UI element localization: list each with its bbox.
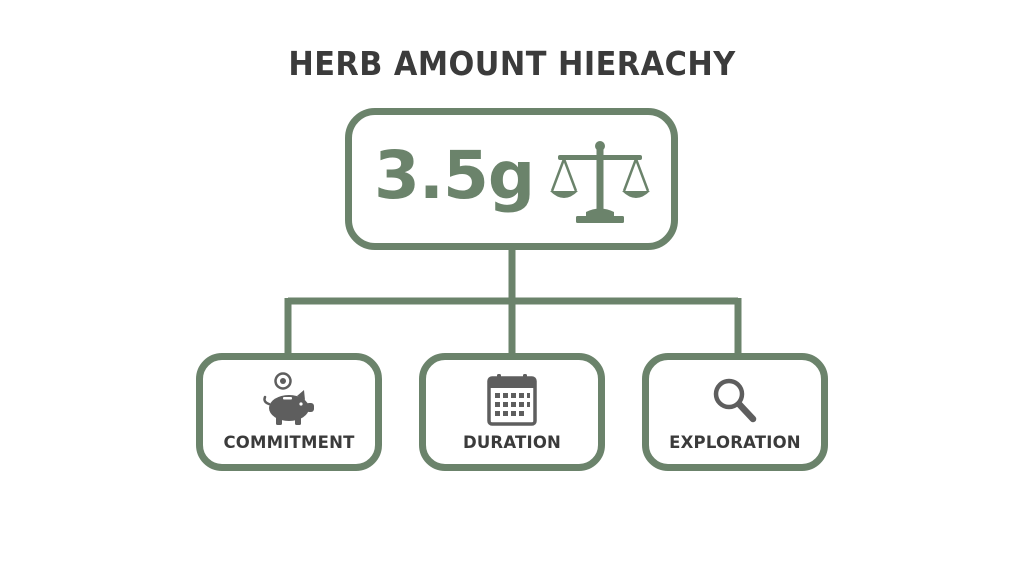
- child-node-duration: DURATION: [419, 353, 605, 471]
- diagram-title: HERB AMOUNT HIERACHY: [288, 44, 736, 83]
- child-node-exploration: EXPLORATION: [642, 353, 828, 471]
- magnifying-glass-icon: [713, 378, 757, 423]
- root-node: 3.5g: [345, 108, 678, 250]
- child-label-exploration: EXPLORATION: [669, 433, 801, 452]
- piggy-bank-icon: [263, 372, 314, 425]
- child-label-duration: DURATION: [462, 433, 562, 452]
- balance-scale-icon: [550, 141, 650, 223]
- calendar-icon: [487, 374, 537, 426]
- root-amount-label: 3.5g: [374, 137, 535, 214]
- child-label-commitment: COMMITMENT: [223, 433, 355, 452]
- child-node-commitment: COMMITMENT: [196, 353, 382, 471]
